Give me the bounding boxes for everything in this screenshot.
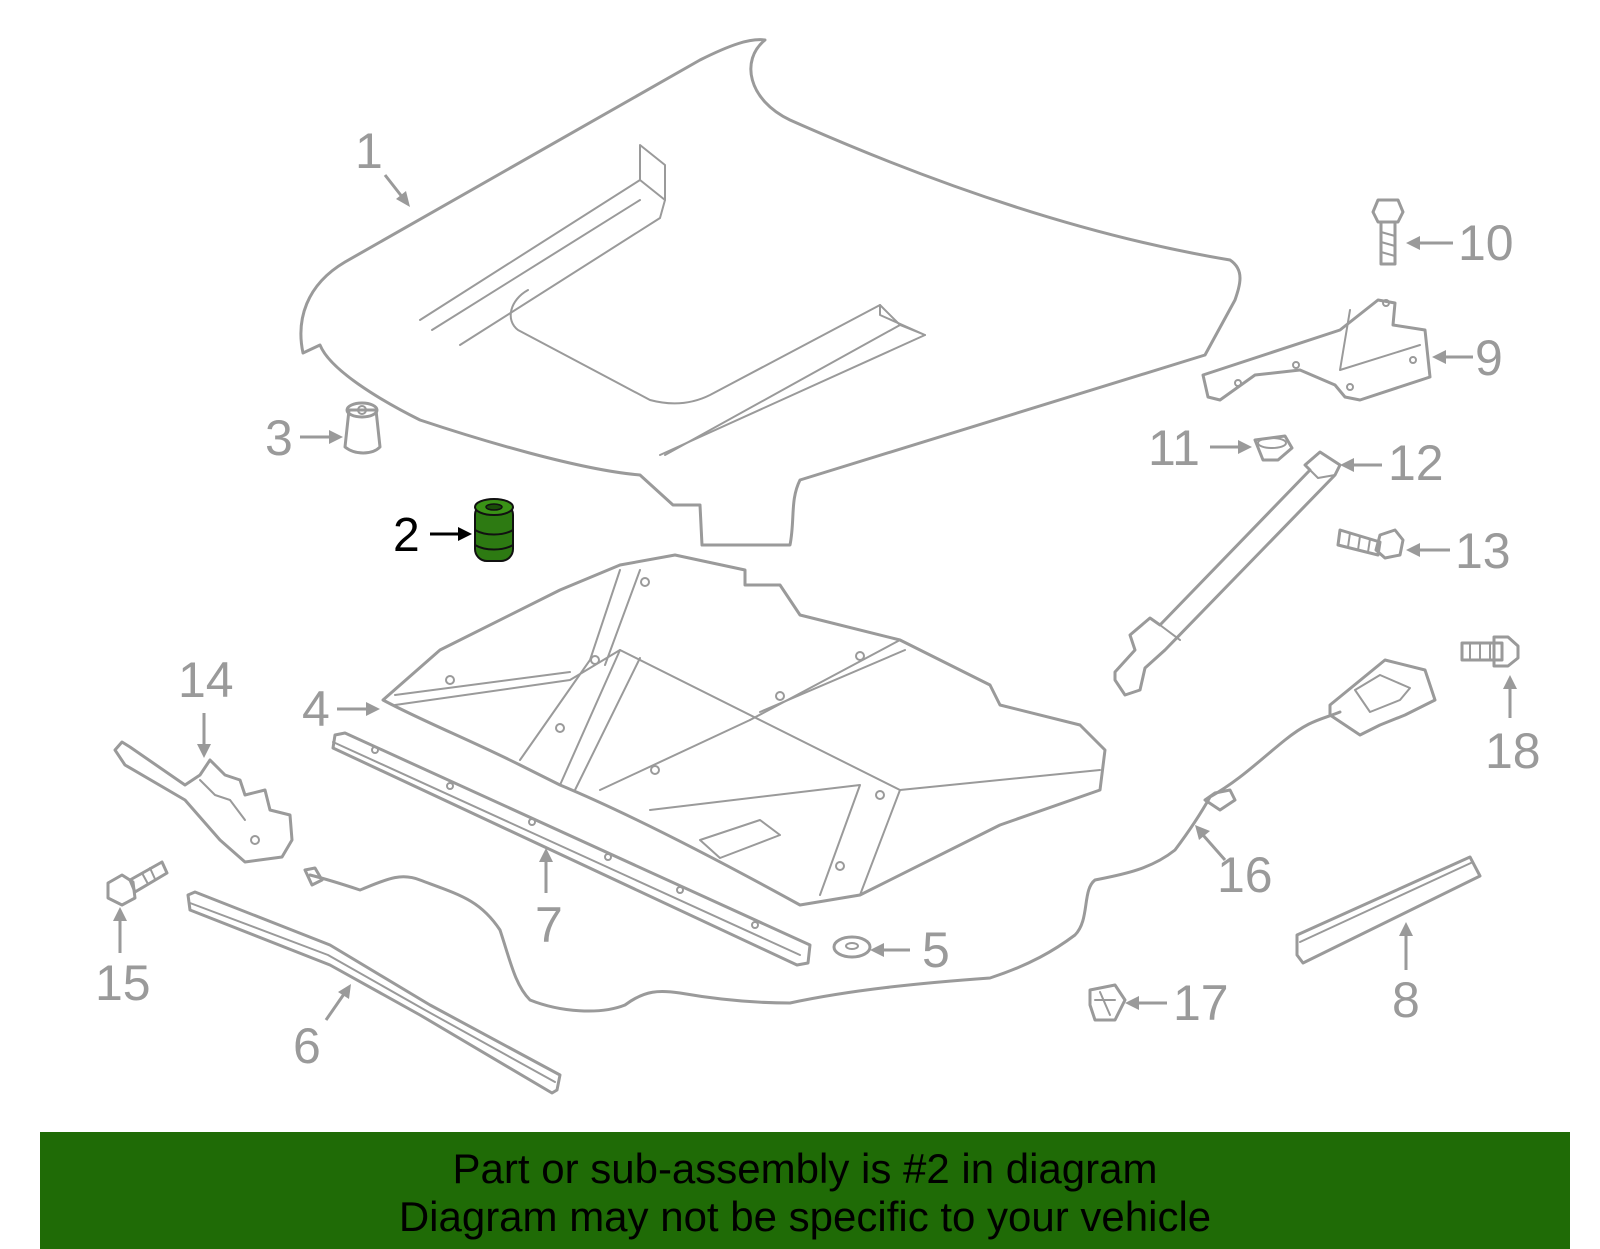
svg-text:7: 7	[535, 897, 563, 953]
svg-text:18: 18	[1485, 723, 1541, 779]
callout-14[interactable]: 14	[178, 652, 234, 758]
part-10-bolt[interactable]	[1371, 198, 1405, 266]
callout-3[interactable]: 3	[265, 410, 343, 466]
banner-line-part: Part or sub-assembly is #2 in diagram	[452, 1145, 1158, 1192]
svg-text:8: 8	[1392, 972, 1420, 1028]
callout-17[interactable]: 17	[1125, 975, 1229, 1031]
part-6-seal[interactable]	[186, 890, 562, 1095]
part-5-grommet[interactable]	[832, 935, 872, 959]
part-16-cable[interactable]	[303, 658, 1437, 1013]
callout-2-highlighted[interactable]: 2	[393, 509, 472, 562]
part-7-seal[interactable]	[331, 731, 812, 967]
callout-6[interactable]: 6	[293, 984, 351, 1074]
part-12-strut[interactable]	[1113, 450, 1342, 697]
callout-9[interactable]: 9	[1432, 330, 1503, 386]
part-2-bumper[interactable]	[474, 498, 514, 562]
svg-text:6: 6	[293, 1018, 321, 1074]
svg-text:17: 17	[1173, 975, 1229, 1031]
callout-5[interactable]: 5	[870, 922, 950, 978]
svg-text:3: 3	[265, 410, 293, 466]
svg-text:12: 12	[1388, 435, 1444, 491]
callout-12[interactable]: 12	[1340, 435, 1444, 491]
svg-text:13: 13	[1455, 523, 1511, 579]
svg-text:4: 4	[302, 681, 330, 737]
part-8-seal[interactable]	[1295, 855, 1482, 965]
banner-line-disclaimer: Diagram may not be specific to your vehi…	[398, 1193, 1212, 1240]
callout-13[interactable]: 13	[1406, 523, 1511, 579]
callout-16[interactable]: 16	[1195, 825, 1273, 903]
callout-18[interactable]: 18	[1485, 675, 1541, 779]
svg-text:5: 5	[922, 922, 950, 978]
svg-text:9: 9	[1475, 330, 1503, 386]
part-18-bolt[interactable]	[1460, 635, 1520, 668]
svg-text:11: 11	[1148, 420, 1200, 476]
part-1-hood[interactable]	[299, 38, 1242, 547]
callout-4[interactable]: 4	[302, 681, 380, 737]
part-15-bolt[interactable]	[106, 860, 169, 907]
svg-text:14: 14	[178, 652, 234, 708]
svg-text:2: 2	[393, 509, 420, 562]
part-4-insulator[interactable]	[381, 553, 1107, 907]
svg-text:15: 15	[95, 955, 151, 1011]
callout-15[interactable]: 15	[95, 907, 151, 1011]
part-14-latch[interactable]	[113, 740, 294, 864]
svg-text:10: 10	[1458, 215, 1514, 271]
callout-7[interactable]: 7	[535, 848, 563, 953]
part-9-hinge[interactable]	[1201, 298, 1432, 402]
part-3-bumper[interactable]	[343, 401, 382, 455]
callout-10[interactable]: 10	[1406, 215, 1514, 271]
part-17-clip[interactable]	[1088, 983, 1127, 1022]
svg-text:1: 1	[355, 123, 383, 179]
svg-text:16: 16	[1217, 847, 1273, 903]
callout-8[interactable]: 8	[1392, 922, 1420, 1028]
info-banner: Part or sub-assembly is #2 in diagram Di…	[40, 1132, 1570, 1249]
callout-11[interactable]: 11	[1148, 420, 1252, 476]
part-13-bolt[interactable]	[1336, 528, 1405, 560]
callout-1[interactable]: 1	[355, 123, 410, 207]
part-11-clip[interactable]	[1253, 434, 1294, 462]
